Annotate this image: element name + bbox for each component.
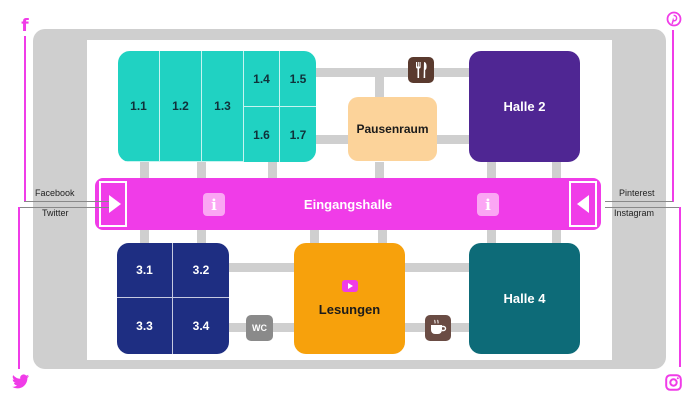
hall-2[interactable]: Halle 2 (469, 51, 580, 162)
room-1-2[interactable]: 1.2 (160, 51, 202, 162)
entrance-right[interactable] (569, 181, 597, 227)
corridor (552, 230, 561, 243)
corridor (197, 162, 206, 178)
corridor (140, 162, 149, 178)
room-3-2[interactable]: 3.2 (173, 243, 229, 298)
coffee-cup-icon (425, 315, 451, 341)
corridor (487, 230, 496, 243)
info-icon[interactable]: i (477, 193, 499, 216)
play-icon (341, 280, 358, 292)
twitter-connector (18, 207, 109, 208)
arrow-right-icon (109, 195, 121, 213)
corridor (378, 230, 387, 243)
twitter-icon[interactable] (12, 374, 30, 394)
fork-knife-icon (408, 57, 434, 83)
pinterest-line (672, 30, 674, 202)
instagram-icon[interactable] (665, 374, 682, 396)
pinterest-label[interactable]: Pinterest (619, 188, 655, 198)
corridor (197, 230, 206, 243)
room-1-1[interactable]: 1.1 (118, 51, 160, 162)
info-icon[interactable]: i (203, 193, 225, 216)
room-3-3[interactable]: 3.3 (117, 298, 173, 354)
room-1-3[interactable]: 1.3 (202, 51, 244, 162)
wc-badge: WC (246, 315, 273, 341)
corridor (375, 77, 384, 97)
rooms-block-3: 3.1 3.2 3.3 3.4 (117, 243, 229, 354)
twitter-label[interactable]: Twitter (42, 208, 69, 218)
corridor (229, 263, 294, 272)
room-3-4[interactable]: 3.4 (192, 319, 210, 333)
facebook-label[interactable]: Facebook (35, 188, 75, 198)
room-1-7[interactable]: 1.7 (289, 127, 307, 142)
facebook-line (24, 36, 26, 202)
twitter-line (18, 207, 20, 369)
arrow-left-icon (577, 195, 589, 213)
rooms-block-1: 1.1 1.2 1.3 1.4 1.5 1.6 1.7 (118, 51, 316, 162)
pinterest-connector (605, 201, 673, 202)
corridor (405, 263, 469, 272)
room-1-5[interactable]: 1.5 (280, 51, 316, 107)
readings-room[interactable]: Lesungen (294, 243, 405, 354)
entrance-left[interactable] (99, 181, 127, 227)
break-room[interactable]: Pausenraum (348, 97, 437, 161)
instagram-connector (605, 207, 680, 208)
facebook-connector (24, 201, 109, 202)
corridor (375, 162, 384, 178)
entrance-hall[interactable]: Eingangshalle (95, 178, 601, 230)
corridor (310, 230, 319, 243)
corridor (487, 162, 496, 178)
pinterest-icon[interactable] (666, 11, 682, 32)
corridor (140, 230, 149, 243)
corridor (552, 162, 561, 178)
room-3-1[interactable]: 3.1 (117, 243, 173, 298)
facebook-icon[interactable]: f (21, 16, 29, 36)
instagram-line (679, 207, 681, 367)
corridor (316, 68, 469, 77)
room-1-6[interactable]: 1.6 (244, 107, 280, 162)
room-1-4[interactable]: 1.4 (244, 51, 280, 107)
hall-4[interactable]: Halle 4 (469, 243, 580, 354)
instagram-label[interactable]: Instagram (614, 208, 655, 218)
corridor (268, 162, 277, 178)
